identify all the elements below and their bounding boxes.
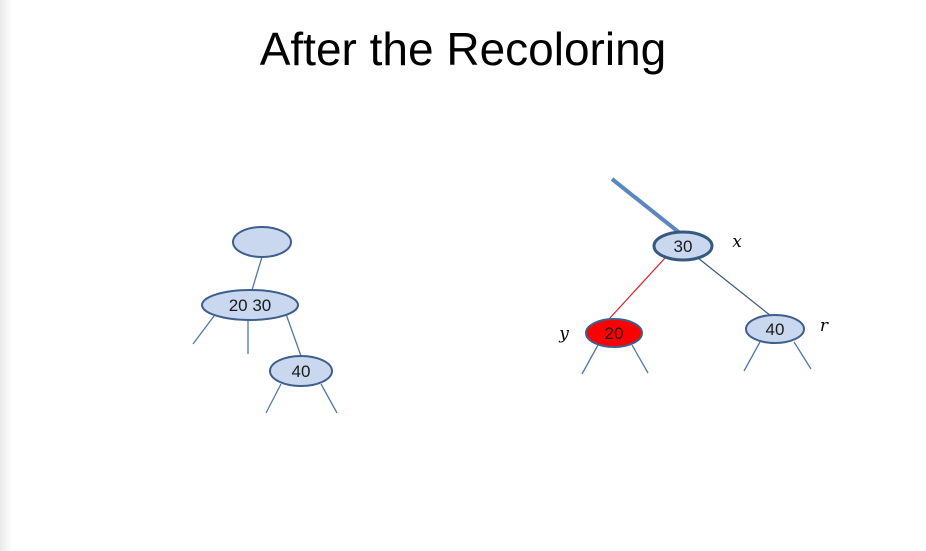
left-tree-top-node — [232, 226, 292, 258]
left-node-40-label: 40 — [292, 362, 311, 381]
left-tree-node-40: 40 — [269, 355, 333, 387]
edge-30-to-40 — [697, 257, 772, 317]
edge-20-left-stub — [581, 344, 599, 375]
parent-edge-to-30 — [610, 177, 683, 236]
left-tree-node-20-30: 20 30 — [201, 289, 299, 321]
edge-40-right-stub — [320, 383, 338, 414]
node-20-label: 20 — [605, 324, 624, 343]
left-tree-edges — [192, 256, 338, 414]
right-tree-node-30: 30 — [652, 230, 714, 262]
node-30-label: 30 — [674, 237, 693, 256]
edge-30-to-20-red — [608, 257, 666, 320]
right-tree-node-20-red: 20 — [585, 318, 643, 348]
edge-40-right-stub — [793, 341, 812, 370]
left-node-20-30-label: 20 30 — [229, 296, 272, 315]
edge-40-left-stub — [743, 341, 761, 372]
var-r-label: r — [820, 316, 829, 336]
edge-top-to-2030 — [251, 256, 263, 291]
edge-40-left-stub — [265, 383, 282, 414]
right-tree-node-40: 40 — [745, 314, 805, 344]
slide-edge-shadow — [0, 0, 12, 551]
edge-2030-left-stub — [192, 315, 215, 345]
slide-title: After the Recoloring — [259, 23, 667, 75]
right-tree-edges — [581, 177, 812, 375]
var-y-label: y — [558, 324, 569, 344]
edge-20-right-stub — [631, 344, 649, 374]
node-40-label: 40 — [766, 320, 785, 339]
edge-2030-to-40 — [285, 313, 302, 357]
var-x-label: x — [732, 232, 742, 252]
